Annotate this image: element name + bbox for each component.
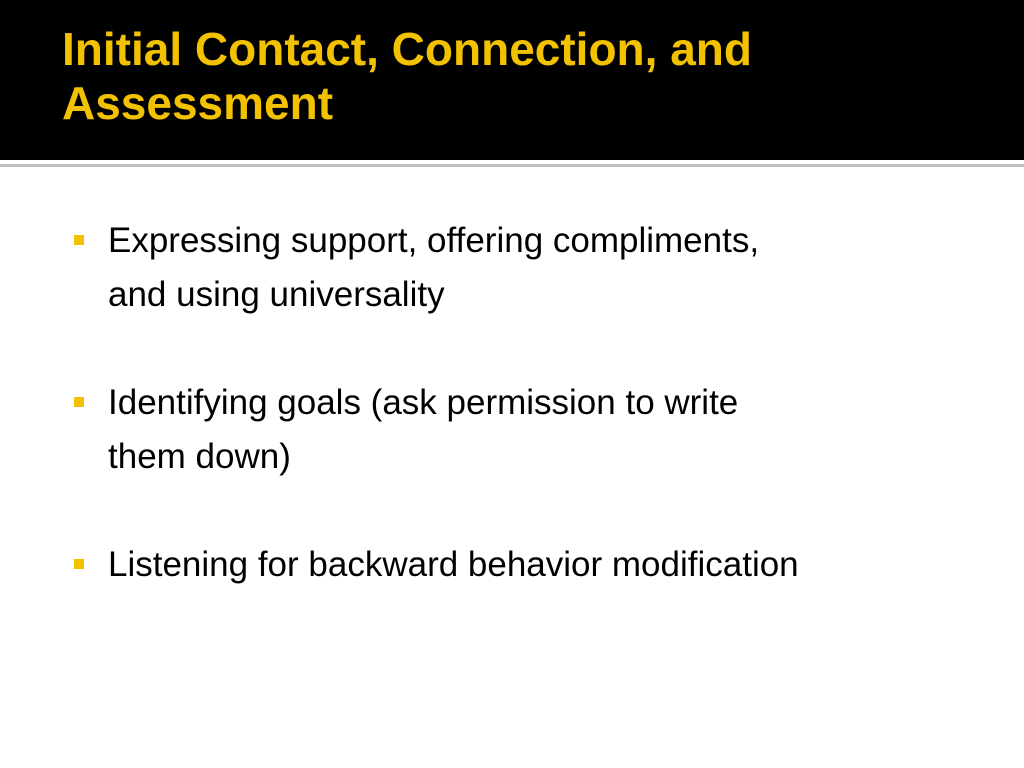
bullet-item-support: Expressing support, offering compliments… [74,214,994,322]
slide-title-line-2: Assessment [62,77,334,129]
title-bar: Initial Contact, Connection, and Assessm… [0,0,1024,160]
bullet-list: Expressing support, offering compliments… [74,214,994,592]
slide-title-line-1: Initial Contact, Connection, and [62,23,752,75]
bullet-text-line-1: Identifying goals (ask permission to wri… [108,383,739,422]
title-divider [0,164,1024,167]
bullet-text-line-1: Expressing support, offering compliments… [108,221,760,260]
slide-title: Initial Contact, Connection, and Assessm… [62,22,962,130]
bullet-item-goals: Identifying goals (ask permission to wri… [74,376,994,484]
bullet-text-line-2: and using universality [108,275,445,314]
bullet-text-line-2: them down) [108,437,291,476]
bullet-item-listening: Listening for backward behavior modifica… [74,538,994,592]
square-bullet-icon [74,235,84,245]
square-bullet-icon [74,397,84,407]
square-bullet-icon [74,559,84,569]
bullet-text-line-1: Listening for backward behavior modifica… [108,545,799,584]
